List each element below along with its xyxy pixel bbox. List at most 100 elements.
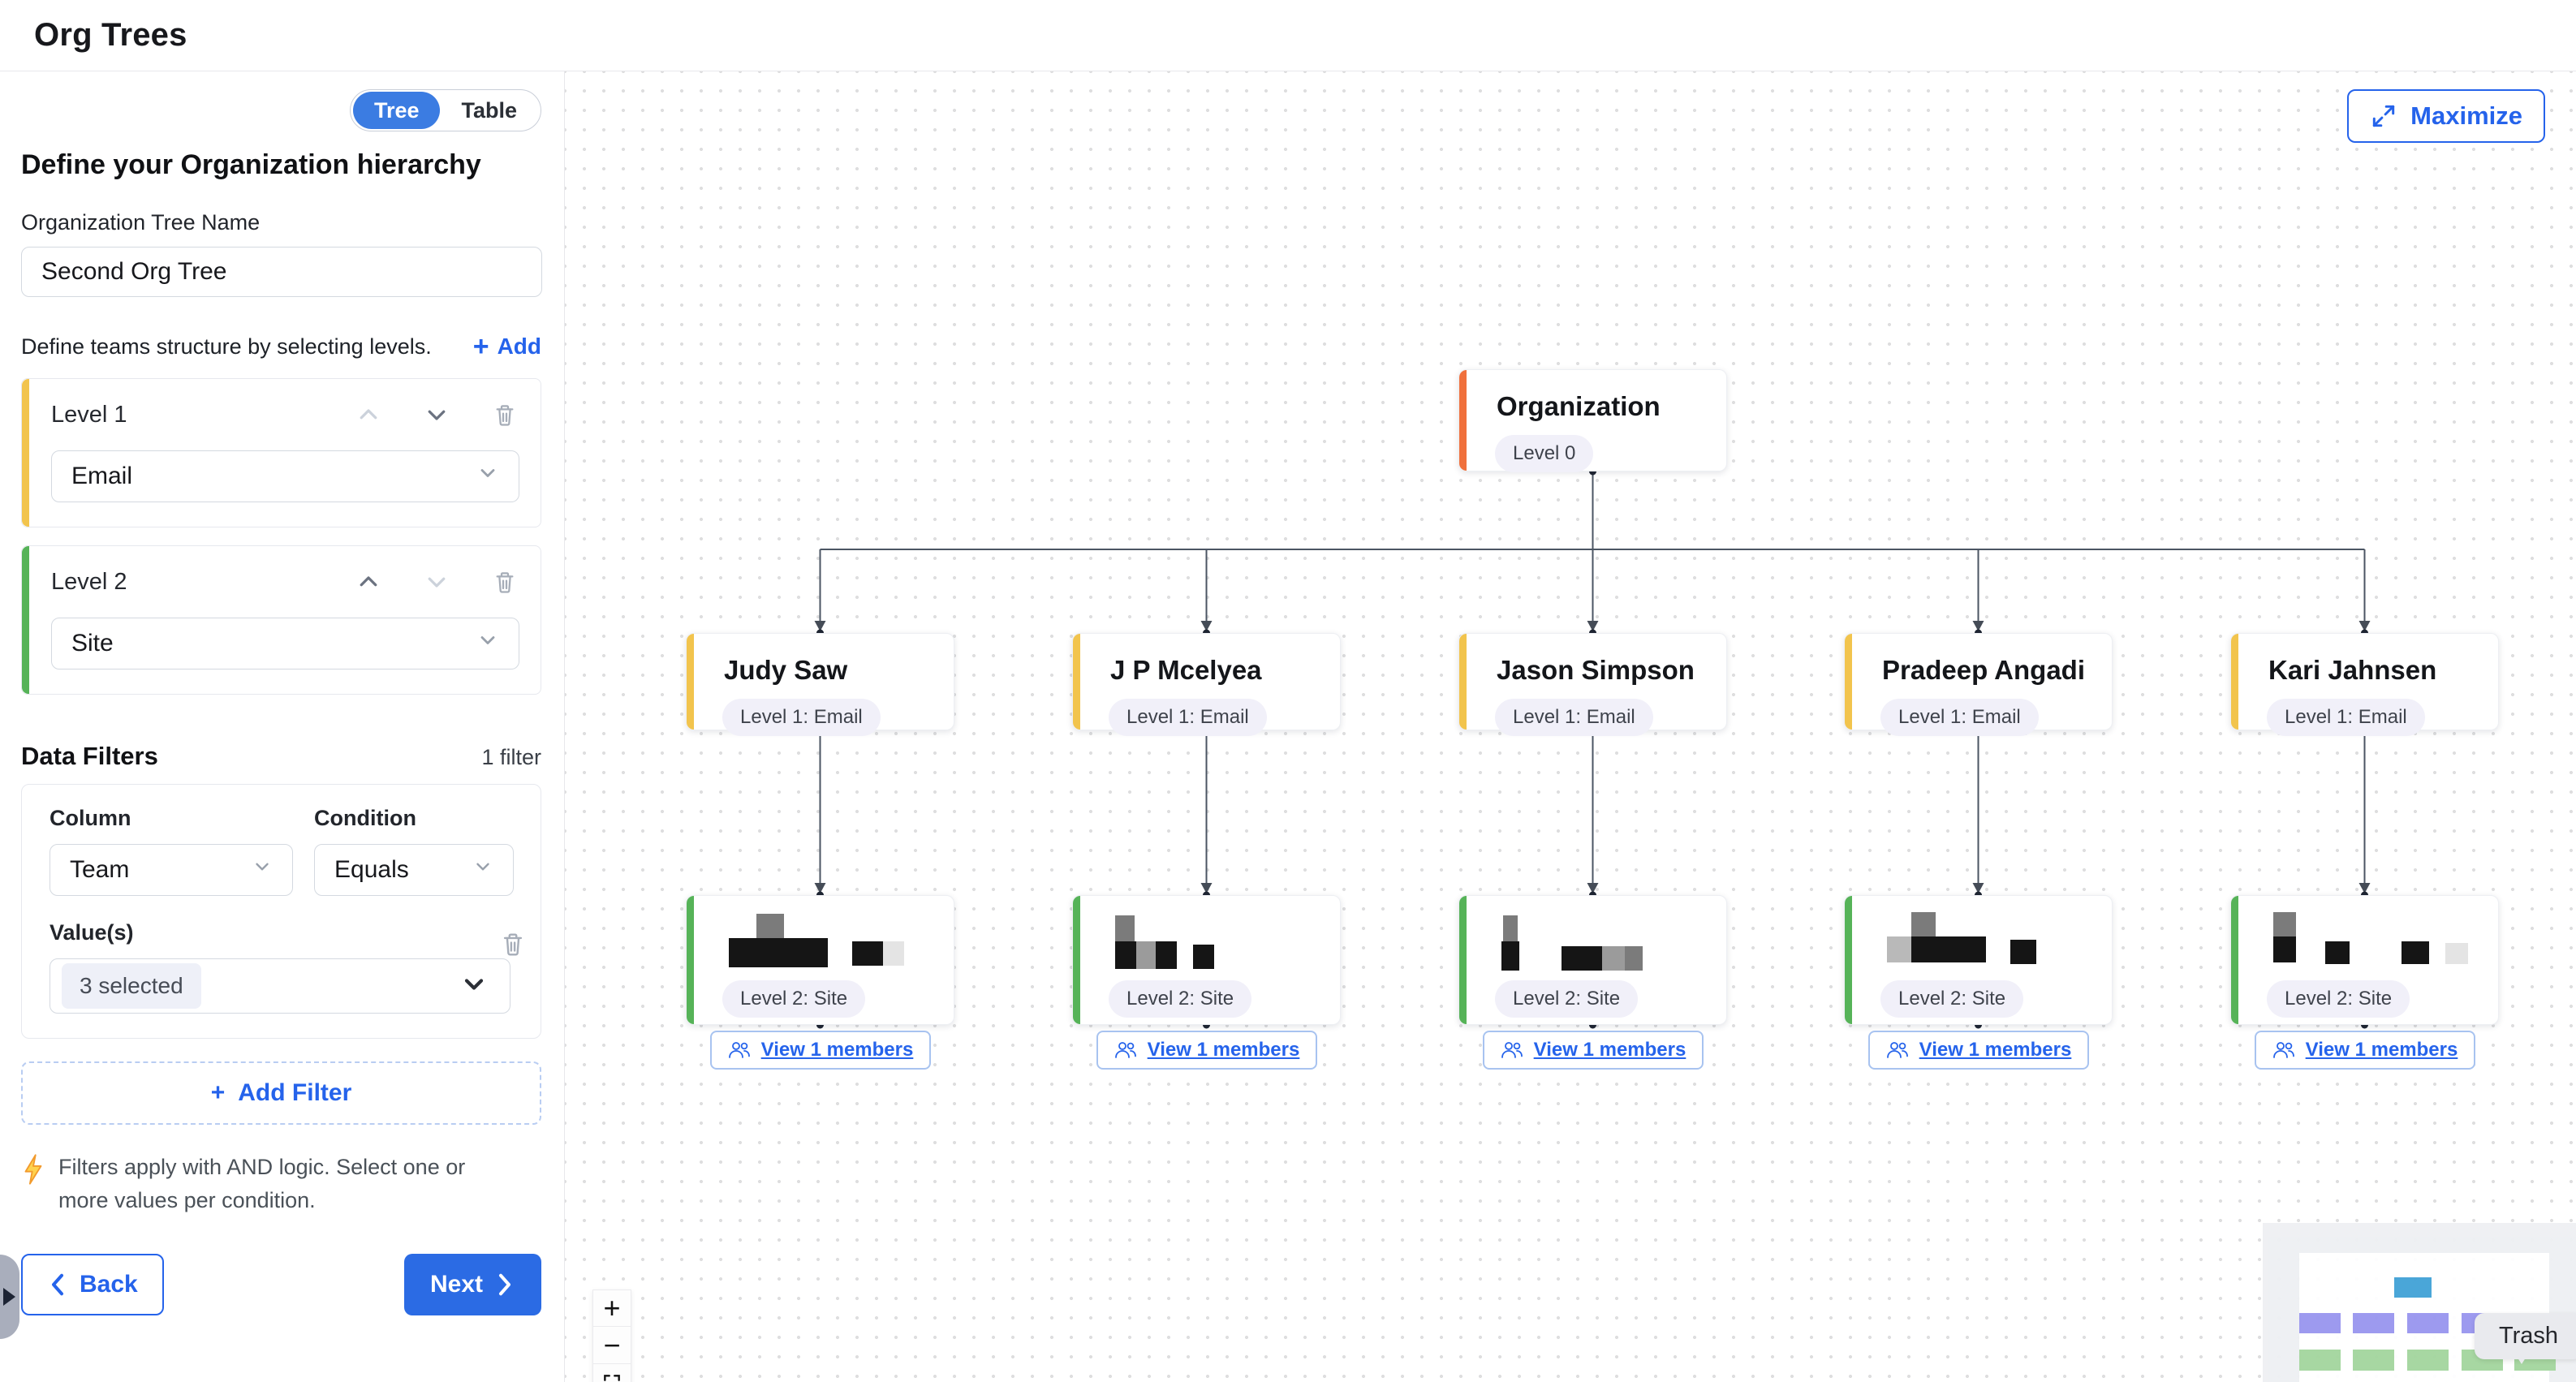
view-members-label: View 1 members bbox=[1147, 1039, 1300, 1061]
org-node-level1[interactable]: J P Mcelyea Level 1: Email bbox=[1072, 633, 1341, 736]
org-node-level2[interactable]: Level 2: Site View 1 members bbox=[1072, 895, 1341, 1070]
trash-icon[interactable] bbox=[490, 567, 519, 596]
fit-view-button[interactable] bbox=[592, 1364, 631, 1382]
tree-name-value: Second Org Tree bbox=[41, 258, 227, 285]
node-name: Judy Saw bbox=[724, 655, 848, 685]
values-label: Value(s) bbox=[50, 920, 134, 945]
filter-card: Column Team Condition Equals bbox=[21, 784, 541, 1039]
lightning-icon bbox=[21, 1151, 45, 1216]
move-down-icon[interactable] bbox=[422, 567, 451, 596]
level-value-select[interactable]: Email bbox=[51, 450, 519, 502]
node-level-badge: Level 2: Site bbox=[1109, 980, 1252, 1018]
chevron-down-icon bbox=[459, 970, 489, 1003]
view-members-label: View 1 members bbox=[1919, 1039, 2072, 1061]
toggle-tree[interactable]: Tree bbox=[352, 92, 441, 129]
chevron-right-icon bbox=[499, 1273, 510, 1296]
org-node-level2[interactable]: Level 2: Site View 1 members bbox=[2230, 895, 2499, 1070]
view-members-button[interactable]: View 1 members bbox=[709, 1031, 931, 1070]
remove-filter-icon[interactable] bbox=[498, 929, 528, 958]
org-node-level1[interactable]: Kari Jahnsen Level 1: Email bbox=[2230, 633, 2499, 736]
redacted-name bbox=[729, 912, 954, 972]
add-level-button[interactable]: + Add bbox=[472, 331, 541, 362]
chevron-down-icon bbox=[252, 856, 273, 884]
node-level-badge: Level 2: Site bbox=[1880, 980, 2024, 1018]
next-button[interactable]: Next bbox=[403, 1254, 541, 1315]
fit-view-icon bbox=[604, 1374, 620, 1381]
back-button[interactable]: Back bbox=[21, 1254, 164, 1315]
chevron-down-icon bbox=[472, 856, 493, 884]
redacted-name bbox=[1887, 912, 2112, 972]
level-accent-bar bbox=[22, 546, 29, 694]
zoom-in-button[interactable]: + bbox=[592, 1289, 631, 1327]
view-mode-toggle[interactable]: Tree Table bbox=[349, 89, 541, 131]
chevron-down-icon bbox=[476, 629, 499, 658]
view-members-button[interactable]: View 1 members bbox=[2254, 1031, 2475, 1070]
tree-name-label: Organization Tree Name bbox=[21, 210, 261, 235]
redacted-name bbox=[1115, 912, 1340, 972]
node-accent-bar bbox=[2231, 634, 2238, 730]
org-node-level2[interactable]: Level 2: Site View 1 members bbox=[686, 895, 954, 1070]
toggle-table[interactable]: Table bbox=[461, 97, 517, 123]
node-accent-bar bbox=[1845, 896, 1852, 1024]
org-node-level1[interactable]: Judy Saw Level 1: Email bbox=[686, 633, 954, 736]
sidebar-collapse-handle[interactable] bbox=[0, 1255, 19, 1339]
org-node-level1[interactable]: Pradeep Angadi Level 1: Email bbox=[1844, 633, 2113, 736]
level-title: Level 1 bbox=[51, 401, 127, 428]
trash-tooltip: Trash bbox=[2474, 1313, 2576, 1364]
levels-hint: Define teams structure by selecting leve… bbox=[21, 334, 432, 359]
node-name: J P Mcelyea bbox=[1110, 655, 1262, 685]
move-up-icon[interactable] bbox=[354, 567, 383, 596]
members-icon bbox=[1114, 1042, 1136, 1058]
view-members-label: View 1 members bbox=[1533, 1039, 1686, 1061]
node-name: Kari Jahnsen bbox=[2268, 655, 2437, 685]
view-members-button[interactable]: View 1 members bbox=[1096, 1031, 1317, 1070]
sidebar: Tree Table Define your Organization hier… bbox=[0, 71, 565, 1382]
members-icon bbox=[1501, 1042, 1523, 1058]
node-level-badge: Level 1: Email bbox=[1495, 699, 1653, 736]
org-node-root[interactable]: Organization Level 0 bbox=[1458, 369, 1727, 472]
org-node-level2[interactable]: Level 2: Site View 1 members bbox=[1844, 895, 2113, 1070]
level-value-select[interactable]: Site bbox=[51, 618, 519, 669]
plus-icon: + bbox=[472, 331, 489, 362]
tree-name-input[interactable]: Second Org Tree bbox=[21, 247, 542, 297]
level-accent-bar bbox=[22, 379, 29, 527]
view-members-button[interactable]: View 1 members bbox=[1482, 1031, 1704, 1070]
trash-icon[interactable] bbox=[490, 400, 519, 429]
view-members-button[interactable]: View 1 members bbox=[1867, 1031, 2089, 1070]
filter-condition-select[interactable]: Equals bbox=[314, 844, 514, 896]
redacted-name bbox=[2273, 912, 2498, 972]
node-accent-bar bbox=[1459, 896, 1467, 1024]
zoom-out-button[interactable]: − bbox=[592, 1327, 631, 1364]
node-accent-bar bbox=[1459, 370, 1467, 471]
arrow-right-icon bbox=[3, 1288, 15, 1306]
expand-icon bbox=[2372, 105, 2395, 127]
node-accent-bar bbox=[1459, 634, 1467, 730]
move-up-icon[interactable] bbox=[354, 400, 383, 429]
org-node-level1[interactable]: Jason Simpson Level 1: Email bbox=[1458, 633, 1727, 736]
filter-values-select[interactable]: 3 selected bbox=[50, 958, 510, 1014]
org-node-level2[interactable]: Level 2: Site View 1 members bbox=[1458, 895, 1727, 1070]
data-filters-title: Data Filters bbox=[21, 742, 158, 770]
node-accent-bar bbox=[2231, 896, 2238, 1024]
page-title: Org Trees bbox=[34, 17, 187, 53]
node-level-badge: Level 2: Site bbox=[2267, 980, 2410, 1018]
filter-column-select[interactable]: Team bbox=[50, 844, 293, 896]
view-members-label: View 1 members bbox=[760, 1039, 914, 1061]
app-header: Org Trees bbox=[0, 0, 2576, 71]
node-name: Jason Simpson bbox=[1497, 655, 1695, 685]
filter-count: 1 filter bbox=[481, 745, 541, 769]
members-icon bbox=[728, 1042, 750, 1058]
move-down-icon[interactable] bbox=[422, 400, 451, 429]
maximize-button[interactable]: Maximize bbox=[2347, 89, 2545, 143]
zoom-controls: + − bbox=[592, 1289, 631, 1382]
node-level-badge: Level 0 bbox=[1495, 435, 1594, 472]
view-members-label: View 1 members bbox=[2305, 1039, 2458, 1061]
plus-icon: + bbox=[210, 1079, 226, 1106]
redacted-name bbox=[1501, 912, 1726, 972]
members-icon bbox=[1886, 1042, 1908, 1058]
condition-label: Condition bbox=[314, 806, 416, 830]
chevron-left-icon bbox=[52, 1273, 63, 1296]
members-icon bbox=[2272, 1042, 2294, 1058]
add-filter-button[interactable]: + Add Filter bbox=[21, 1061, 541, 1125]
org-chart-canvas[interactable]: Maximize Organization Level 0 Judy Saw L… bbox=[565, 71, 2576, 1382]
